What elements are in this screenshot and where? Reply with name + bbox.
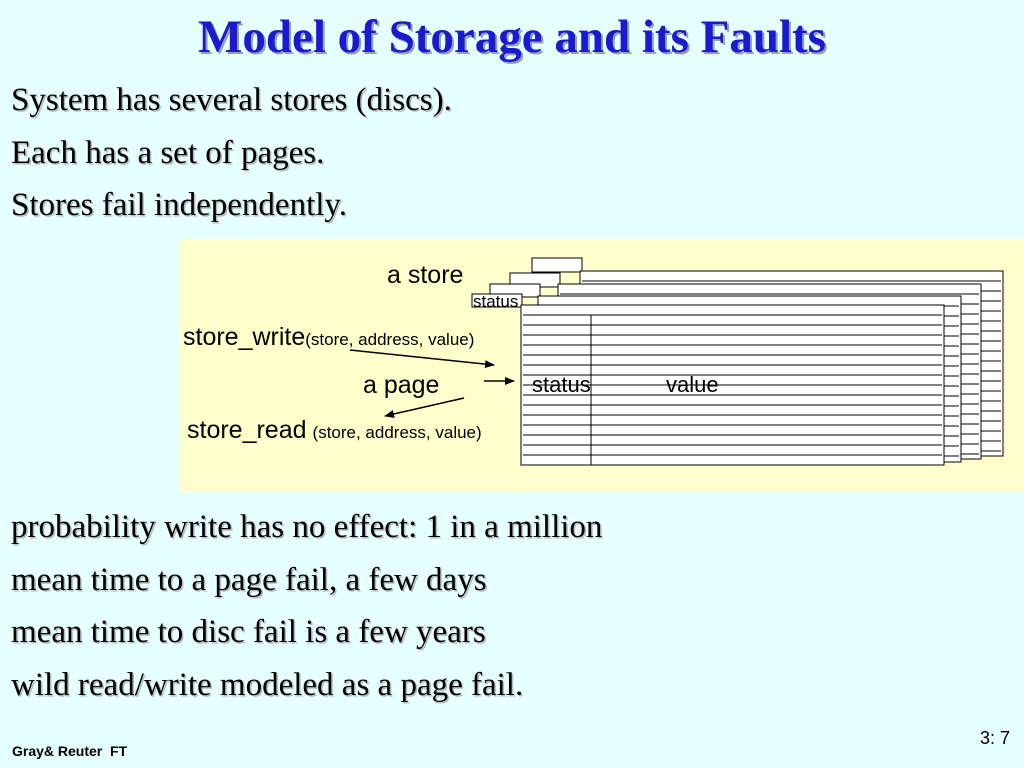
bullet-list-top: System has several stores (discs). Each … — [11, 74, 452, 232]
bullet-item: Stores fail independently. — [11, 187, 348, 223]
bullet-item: probability write has no effect: 1 in a … — [11, 509, 603, 545]
page-label: a page — [363, 371, 439, 399]
store-write-call: store_write(store, address, value) — [183, 323, 474, 351]
store-status-label: status — [473, 292, 518, 311]
store-stack — [471, 257, 1004, 466]
page-number: 3: 7 — [979, 728, 1010, 748]
store-write-args: (store, address, value) — [305, 330, 474, 349]
page-value-label: value — [666, 372, 719, 397]
bullet-list-bottom: probability write has no effect: 1 in a … — [11, 501, 602, 711]
storage-diagram: a store status store_write(store, addres… — [180, 239, 1024, 492]
footer-credit: Gray& Reuter FT — [12, 743, 128, 759]
page-status-label: status — [532, 372, 591, 397]
slide-title: Model of Storage and its Faults — [198, 11, 826, 63]
store-status-tab — [471, 293, 523, 308]
bullet-item: Each has a set of pages. — [11, 134, 325, 171]
store-read-name: store_read — [187, 416, 307, 444]
bullet-item: mean time to a page fail, a few days — [11, 561, 487, 598]
read-arrow — [384, 397, 465, 418]
store-read-call: store_read (store, address, value) — [187, 416, 482, 444]
write-arrow — [349, 349, 495, 369]
store-read-args: (store, address, value) — [313, 423, 482, 442]
store-write-name: store_write — [183, 323, 305, 351]
store-status-tab — [531, 257, 583, 273]
store-label: a store — [387, 261, 463, 289]
bullet-item: wild read/write modeled as a page fail. — [11, 666, 524, 703]
bullet-item: System has several stores (discs). — [11, 82, 452, 118]
bullet-item: mean time to disc fail is a few years — [11, 614, 486, 650]
